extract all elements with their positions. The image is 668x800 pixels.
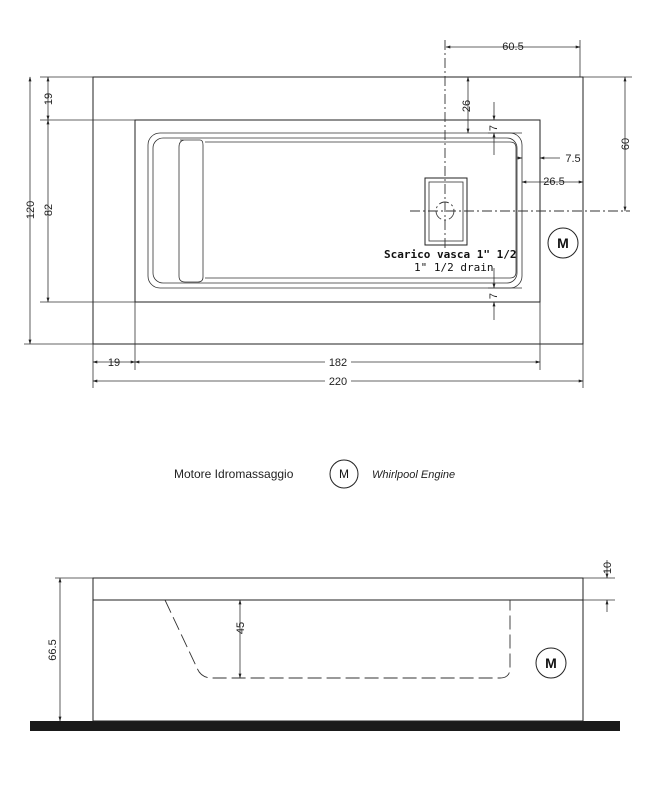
dim-rim-top: 7 [488,125,500,131]
side-view: M 66.5 45 10 [30,560,620,731]
drain-box [424,177,468,246]
dim-total-length: 220 [329,376,347,388]
tub-apron [92,599,584,722]
dim-drain-offset-y: 60 [620,138,632,150]
tub-inner-panel [134,119,541,303]
dim-basin-depth: 45 [235,622,247,634]
tub-rim [92,577,584,601]
motor-label-it: Motore Idromassaggio [174,467,294,481]
basin-inner-rim [152,137,518,284]
top-view: Scarico vasca 1" 1/2 1" 1/2 drain M 60.5… [24,40,632,388]
dim-drain-to-basin-x: 26.5 [543,176,564,188]
backrest-slope [178,139,204,283]
dim-left-margin: 19 [108,357,120,369]
legend-motor-icon: M [329,459,359,489]
side-motor-icon: M [535,647,567,679]
dim-total-width: 120 [25,201,37,219]
svg-text:M: M [545,655,557,671]
dim-rim-height: 10 [602,562,614,574]
drain-box-inner [428,181,464,242]
basin-outer-rim [147,132,523,289]
dim-rim-right: 7.5 [565,153,580,165]
tub-outer-outline [92,76,584,345]
dim-rim-bottom: 7 [488,293,500,299]
dim-top-margin: 19 [43,93,55,105]
drain-label-en: 1" 1/2 drain [414,261,493,274]
dim-inner-length: 182 [329,357,347,369]
motor-legend: Motore Idromassaggio M Whirlpool Engine [174,459,455,489]
drain-label-it: Scarico vasca 1" 1/2 [384,248,516,261]
dim-total-height: 66.5 [47,639,59,660]
dim-inner-width: 82 [43,204,55,216]
floor-line [30,721,620,731]
dim-drain-to-basin-y: 26 [461,100,473,112]
motor-label-en: Whirlpool Engine [372,469,455,481]
motor-icon: M [547,227,579,259]
dim-drain-offset-x: 60.5 [502,41,523,53]
svg-text:M: M [557,235,569,251]
basin-hidden-outline [164,599,511,679]
svg-text:M: M [339,467,349,481]
backrest-slope-inner [205,141,517,279]
